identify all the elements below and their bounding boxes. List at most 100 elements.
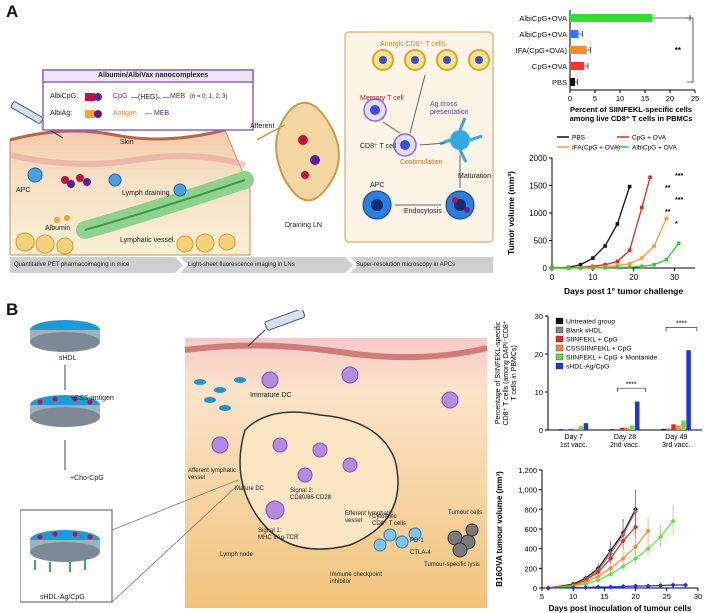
legend-label-3: CSSSIINFEKL + CpG bbox=[566, 346, 632, 353]
lymphatic-vessel-label: Lymphatic vessel bbox=[120, 237, 174, 244]
series-point-5-0 bbox=[545, 585, 551, 591]
legend-swatch-2 bbox=[555, 335, 564, 343]
significance-0: *** bbox=[675, 173, 683, 180]
css-antigen-label: +CSS-antigen bbox=[70, 395, 114, 402]
legend-label-5: sHDL-Ag/CpG bbox=[566, 364, 609, 371]
series-point-2-9 bbox=[664, 216, 669, 221]
skin-label: Skin bbox=[120, 139, 134, 146]
legend-label-0: PBS bbox=[572, 135, 586, 142]
series-point-3-7 bbox=[640, 264, 644, 269]
x-tick-label-0: 5 bbox=[540, 592, 544, 601]
apc-arrows bbox=[382, 74, 461, 206]
ln-dcs bbox=[265, 437, 358, 520]
x-tick-label-4: 25 bbox=[663, 592, 671, 601]
series-point-3-3 bbox=[591, 266, 595, 270]
legend-label-3: AlbiCpG + OVA bbox=[632, 145, 678, 152]
bar-1-5 bbox=[635, 401, 640, 430]
series-point-2-7 bbox=[640, 256, 644, 260]
ctla4-label: CTLA-4 bbox=[410, 550, 431, 556]
series-point-3-1 bbox=[566, 266, 571, 270]
epidermis bbox=[9, 128, 226, 142]
dermis-band bbox=[9, 152, 246, 168]
series-line-4 bbox=[548, 520, 674, 589]
series-point-5-8 bbox=[658, 582, 664, 589]
series-point-3-0 bbox=[550, 266, 554, 270]
lymphatic-vessel-outline bbox=[84, 179, 246, 231]
bar-2-0 bbox=[661, 428, 666, 430]
flow1-label: Quantitative PET pharmacoimaging in mice bbox=[14, 262, 130, 268]
cd8-t-cell bbox=[393, 133, 417, 157]
panel-letter-b: B bbox=[6, 300, 19, 319]
category-label-3: CpG+OVA bbox=[532, 62, 567, 71]
anergic-cd8-label: Anergic CD8⁺ T cells bbox=[380, 41, 446, 48]
series-point-3-5 bbox=[615, 265, 620, 270]
bar-2-2 bbox=[671, 424, 676, 430]
series-point-0-2 bbox=[578, 262, 583, 267]
albicpg-label: AlbiCpG: bbox=[50, 93, 79, 100]
significance-bracket-1 bbox=[665, 327, 698, 332]
series-point-2-3 bbox=[595, 569, 601, 575]
flow2-label: Light-sheet fluorescence imaging in LNs bbox=[188, 262, 295, 268]
y-tick-label-3: 1500 bbox=[529, 182, 547, 191]
bar-2 bbox=[570, 46, 587, 54]
tumour-lysis-label: Tumour-specific lysis bbox=[424, 562, 480, 568]
series-point-2-6 bbox=[633, 524, 639, 530]
x-tick-label-2: 20 bbox=[629, 273, 638, 282]
series-point-4-2 bbox=[583, 581, 589, 587]
pd1-label: PD-1 bbox=[410, 538, 424, 544]
mature-dc bbox=[439, 117, 483, 163]
albiag-antigen: Antigen bbox=[113, 110, 137, 117]
x-tick-label-1: 10 bbox=[588, 273, 597, 282]
maturation-label: Maturation bbox=[458, 173, 492, 180]
costimulation-label: Costimulation bbox=[400, 159, 443, 166]
bar-2-3 bbox=[676, 425, 681, 430]
immature-dc-label: Immature DC bbox=[250, 392, 292, 399]
x-tick-label-3: 15 bbox=[641, 94, 649, 103]
nanocomplex-particles bbox=[54, 174, 91, 223]
series-point-3-8 bbox=[652, 262, 656, 267]
shdl-ag-cpg-label: sHDL-Ag/CpG bbox=[40, 594, 85, 601]
afferent-lymphatic-label: Afferent lymphatic vessel bbox=[188, 468, 236, 481]
bar-2-4 bbox=[681, 420, 686, 430]
draining-ln-icon bbox=[275, 101, 340, 202]
afferent-label: Afferent bbox=[250, 123, 275, 130]
syringe-b-icon bbox=[247, 310, 306, 347]
nanocomplex-box-header bbox=[42, 69, 254, 83]
flow-step-1 bbox=[10, 257, 183, 273]
lymph-node-label: Lymph node bbox=[220, 552, 253, 558]
albicpg-cpg: CpG bbox=[113, 93, 128, 100]
shdl-disc-1 bbox=[30, 320, 100, 352]
bar-1-4 bbox=[630, 425, 635, 430]
series-point-5-3 bbox=[595, 584, 601, 590]
significance-1: **** bbox=[676, 321, 687, 328]
legend-label-1: Blank sHDL bbox=[566, 328, 602, 335]
albicpg-n: (n = 0, 1, 2, 3) bbox=[190, 94, 228, 100]
x-tick-label-1: 10 bbox=[569, 592, 577, 601]
memory-t-cell bbox=[363, 98, 387, 122]
legend-label-4: SIINFEKL + CpG + Montanide bbox=[566, 355, 657, 362]
syringe-icon bbox=[10, 101, 64, 139]
bar-2-5 bbox=[686, 350, 691, 430]
bar-1 bbox=[570, 30, 579, 38]
fat-cells bbox=[15, 232, 236, 255]
series-line-3 bbox=[552, 242, 680, 269]
series-point-2-8 bbox=[652, 244, 656, 248]
bar-4 bbox=[570, 78, 575, 86]
significance-bracket-0 bbox=[616, 387, 646, 392]
shdl-label: sHDL bbox=[59, 355, 77, 362]
category-label-0: AlbiCpG+OVA bbox=[519, 14, 567, 23]
draining-ln-label: Draining LN bbox=[285, 222, 322, 229]
significance-4: * bbox=[675, 221, 678, 228]
y-tick-label-3: 600 bbox=[524, 525, 537, 534]
x-tick-label-0: 0 bbox=[550, 273, 555, 282]
chart-b-bar: Percentage of SIINFEKL-specificCD8⁺ T ce… bbox=[495, 312, 702, 449]
y-tick-label-2: 20 bbox=[535, 350, 543, 359]
cd8-t-cell-label: CD8⁺ T cell bbox=[360, 143, 397, 150]
series-point-5-7 bbox=[645, 583, 651, 589]
albicpg-meb: MEB bbox=[170, 93, 186, 100]
y-tick-label-3: 30 bbox=[535, 312, 543, 321]
